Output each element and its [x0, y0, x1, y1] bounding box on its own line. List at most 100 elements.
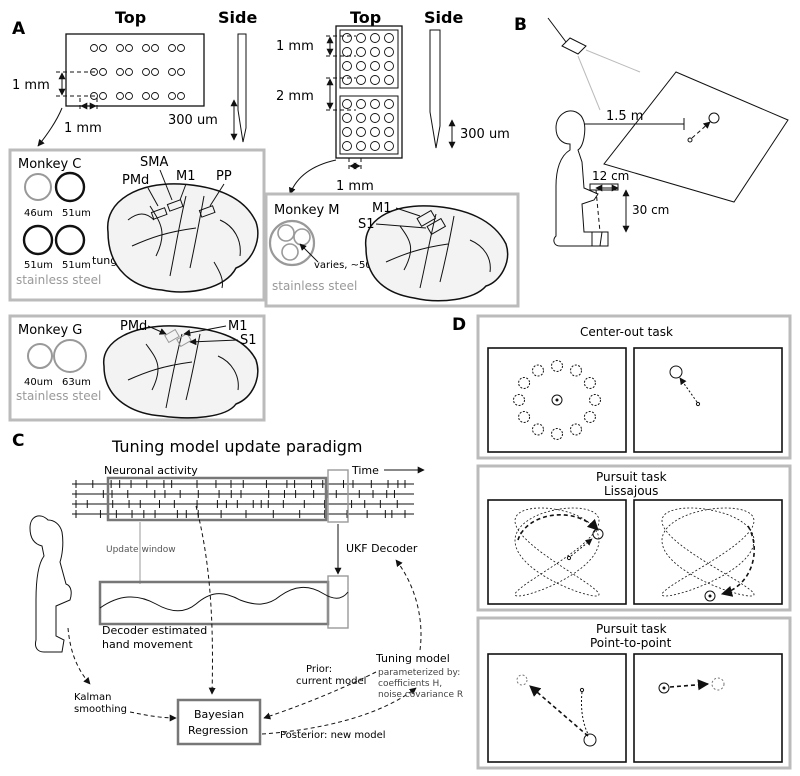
spike-trains: [72, 480, 414, 518]
electrode: [177, 68, 185, 76]
center-out-target: [551, 428, 563, 440]
electrode: [90, 92, 98, 100]
area-pp: PP: [216, 169, 232, 184]
weight: [591, 231, 609, 247]
panel-label-c: C: [12, 431, 24, 451]
p2p-title-1: Pursuit task: [596, 622, 667, 636]
projection-ray: [585, 49, 641, 73]
projector-arm: [547, 17, 567, 43]
electrode: [342, 99, 352, 109]
array1-side-label: Side: [218, 8, 257, 27]
wire-bundle: [268, 219, 316, 267]
area-s1-m: S1: [358, 217, 375, 232]
electrode: [99, 44, 107, 52]
decoder-label: UKF Decoder: [346, 542, 418, 555]
monkey-c-title: Monkey C: [18, 157, 81, 172]
model-to-decoder-arrow: [395, 559, 422, 651]
electrode: [342, 33, 352, 43]
electrode: [384, 75, 394, 85]
array2-block2: [339, 95, 399, 155]
area-sma: SMA: [140, 155, 168, 170]
p2p-screen-1: [487, 653, 627, 763]
p2p-next-target-1: [516, 674, 528, 686]
electrode: [125, 92, 133, 100]
array2-depth: 300 um: [460, 127, 510, 142]
array2-pitch-v1: 1 mm: [276, 39, 314, 54]
movement-arrow: [691, 121, 711, 139]
array1-electrodes: [90, 44, 185, 100]
armrest: [589, 183, 619, 191]
electrode: [384, 141, 394, 151]
lissajous-title-1: Pursuit task: [596, 470, 667, 484]
lissajous-title-2: Lissajous: [604, 484, 658, 498]
update-window-box: [106, 476, 328, 522]
center-out-target: [518, 411, 531, 423]
center-out-target: [513, 394, 525, 406]
tuning-model-label: Tuning model: [375, 652, 450, 665]
lissajous-screen-1: [487, 499, 627, 605]
panel-label-b: B: [514, 15, 527, 35]
electrode: [370, 113, 380, 123]
smoothing-to-regression: [129, 711, 177, 722]
p2p-frame: [476, 616, 792, 770]
cursor-dot: [687, 137, 693, 143]
monkey-g-title: Monkey G: [18, 323, 82, 338]
monkey-m-title: Monkey M: [274, 203, 340, 218]
current-estimate-box: [327, 575, 349, 629]
electrode: [125, 68, 133, 76]
p2p-target-2: [658, 682, 670, 694]
hand-movement-label-2: hand movement: [102, 638, 193, 651]
brain-c: [107, 183, 259, 293]
wire-size-g2: 63um: [62, 377, 91, 388]
electrode: [384, 127, 394, 137]
array2: Top Side 1 mm 2 mm 1 mm 300 um: [276, 8, 510, 195]
electrode: [384, 47, 394, 57]
area-pmd: PMd: [122, 173, 149, 188]
panel-c-title: Tuning model update paradigm: [111, 437, 363, 456]
prior-label-1: Prior:: [306, 664, 332, 675]
monkey-m-frame: [264, 192, 520, 308]
p2p-reach-1: [581, 691, 589, 735]
electrode: [356, 61, 366, 71]
brain-m: [364, 205, 509, 302]
reach-arrow: [679, 377, 698, 403]
array2-pitch-v2: 2 mm: [276, 89, 314, 104]
wire-note: varies, ~50um: [314, 260, 388, 271]
electrode: [384, 61, 394, 71]
lissajous-frame: [476, 464, 792, 612]
electrode: [125, 44, 133, 52]
center-out-screen-1: [487, 347, 627, 453]
electrode: [370, 75, 380, 85]
target-circle: [708, 112, 720, 124]
setup-illustration: 1.5 m 12 cm 30 cm: [547, 17, 789, 247]
electrode: [370, 61, 380, 71]
array1-pitch-h: 1 mm: [64, 121, 102, 136]
wire-size-4: 51um: [62, 260, 91, 271]
array1-to-monkeyc-arrow: [37, 107, 63, 147]
electrode: [116, 92, 124, 100]
area-pmd-g: PMd: [120, 319, 147, 334]
array2-side-needle: [429, 29, 441, 149]
monkey-g-box: Monkey G 40um 63um stainless steel PMd M…: [8, 314, 266, 422]
electrode: [370, 99, 380, 109]
electrode: [168, 92, 176, 100]
lissajous-cursor-1: [566, 555, 572, 561]
area-m1-m: M1: [372, 201, 392, 216]
array2-block1: [339, 29, 399, 89]
kalman-label-2: smoothing: [74, 704, 127, 715]
reach-target: [669, 365, 683, 379]
kalman-label-1: Kalman: [74, 692, 112, 703]
electrode: [116, 44, 124, 52]
array2-to-monkeym-arrow: [288, 159, 337, 195]
center-out-frame: [476, 314, 792, 460]
p2p-cursor-2: [662, 686, 666, 690]
array2-pitch-h: 1 mm: [336, 179, 374, 194]
center-out-target: [589, 394, 601, 406]
p2p-cursor-1: [579, 687, 585, 693]
electrode: [177, 44, 185, 52]
electrode: [342, 141, 352, 151]
material-steel: stainless steel: [16, 273, 101, 287]
center-out-target: [532, 423, 544, 436]
electrode: [384, 33, 394, 43]
electrode: [90, 68, 98, 76]
